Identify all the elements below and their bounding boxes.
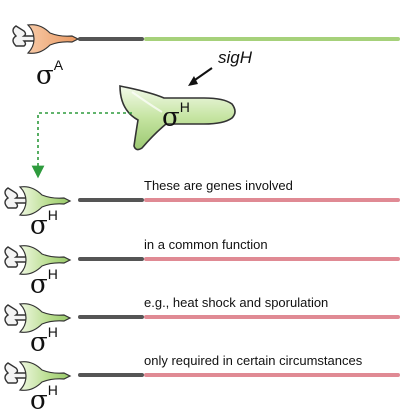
specialized-gene-row <box>4 361 400 391</box>
sigma-h-protein <box>18 303 72 333</box>
rnap-core <box>4 246 33 268</box>
sigma-h-protein <box>18 245 72 275</box>
sigma-h-symbol: σ <box>30 327 48 358</box>
promoter-segment <box>78 373 144 377</box>
sigma-h-label: σH <box>30 208 58 241</box>
row-caption: only required in certain circumstances <box>144 353 363 368</box>
sigma-h-symbol: σ <box>30 210 48 241</box>
sigma-h-superscript: H <box>47 324 58 340</box>
sigma-h-protein <box>18 186 72 216</box>
rnap-core <box>12 25 41 47</box>
rnap-core <box>4 187 33 209</box>
sigma-h-protein <box>18 361 72 391</box>
promoter-segment <box>78 37 144 41</box>
sigh-gene-label: sigH <box>218 48 253 67</box>
sigma-a-protein <box>26 24 80 54</box>
rnap-core <box>4 362 33 384</box>
row-caption: These are genes involved <box>144 178 293 193</box>
rnap-core <box>4 304 33 326</box>
promoter-segment <box>78 198 144 202</box>
housekeeping-gene-bar <box>144 37 400 41</box>
sigma-h-symbol: σ <box>30 385 48 416</box>
specialized-gene-row <box>4 303 400 333</box>
specialized-gene-bar <box>144 373 400 377</box>
specialized-gene-bar <box>144 257 400 261</box>
promoter-segment <box>78 257 144 261</box>
sigma-h-superscript: H <box>47 207 58 223</box>
sigma-a-symbol: σ <box>36 60 54 91</box>
specialized-gene-row <box>4 245 400 275</box>
sigma-h-superscript: H <box>47 266 58 282</box>
free-sigma-h <box>119 85 236 151</box>
free-sigma-h-superscript: H <box>179 99 190 115</box>
binding-arrow <box>31 112 132 179</box>
sigh-pointer-head <box>188 76 198 86</box>
specialized-gene-bar <box>144 198 400 202</box>
promoter-segment <box>78 315 144 319</box>
free-sigma-h-symbol: σ <box>162 102 180 133</box>
sigma-h-label: σH <box>30 383 58 416</box>
housekeeping-gene-row <box>12 24 400 54</box>
specialized-gene-bar <box>144 315 400 319</box>
specialized-gene-row <box>4 186 400 216</box>
sigma-h-symbol: σ <box>30 269 48 300</box>
sigma-a-label: σA <box>36 58 63 91</box>
sigma-h-superscript: H <box>47 382 58 398</box>
free-sigma-h-label: σH <box>162 100 190 133</box>
row-caption: e.g., heat shock and sporulation <box>144 295 329 310</box>
sigma-a-superscript: A <box>53 57 64 73</box>
row-caption: in a common function <box>144 237 268 252</box>
sigma-h-label: σH <box>30 325 58 358</box>
sigma-h-label: σH <box>30 267 58 300</box>
